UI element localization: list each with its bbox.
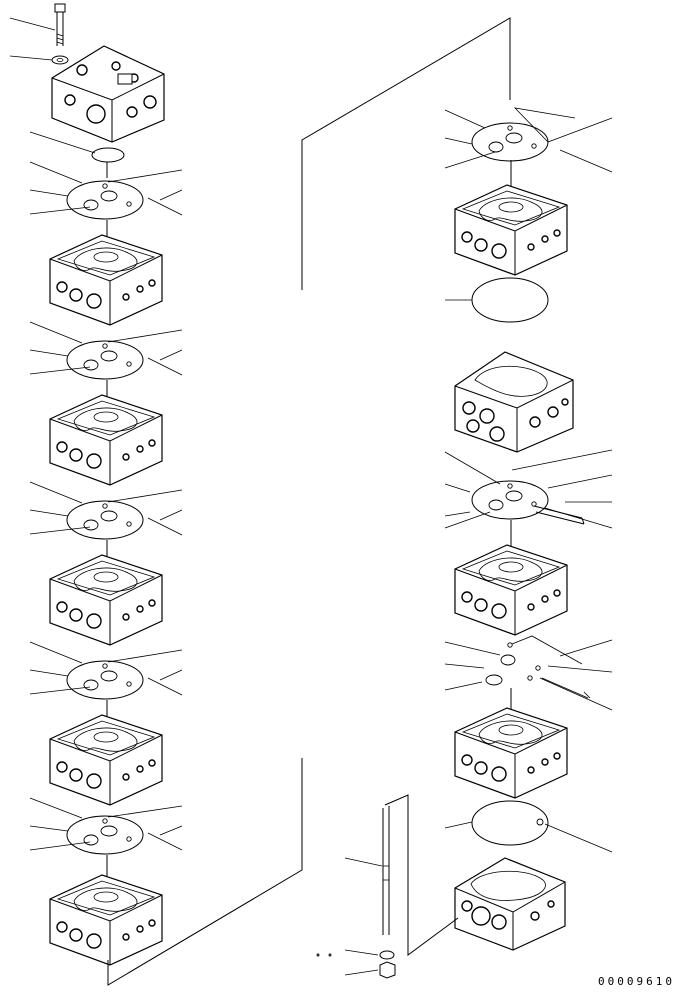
o-ring: [91, 147, 125, 163]
left-group-5: [29, 797, 183, 966]
drawing-code: 00009610: [598, 975, 675, 988]
valve-section-large: [454, 351, 574, 453]
tie-rod-nut: [379, 961, 396, 979]
connector-top: [301, 17, 511, 290]
tie-rod: [382, 806, 390, 935]
washer: [51, 55, 69, 65]
left-group-3: [29, 481, 183, 646]
left-group-1: [29, 161, 183, 326]
left-stack: [9, 3, 183, 966]
inlet-section: [454, 857, 566, 951]
end-cover: [51, 45, 165, 143]
left-group-2: [29, 321, 183, 486]
leader-line: [9, 17, 56, 31]
right-stack: [316, 107, 613, 979]
plate-split: [485, 635, 591, 699]
bolt: [54, 3, 66, 46]
left-group-4: [29, 641, 183, 806]
tie-rod-washer: [379, 950, 395, 960]
connector-bottom: [107, 758, 303, 986]
seal: [471, 277, 549, 323]
